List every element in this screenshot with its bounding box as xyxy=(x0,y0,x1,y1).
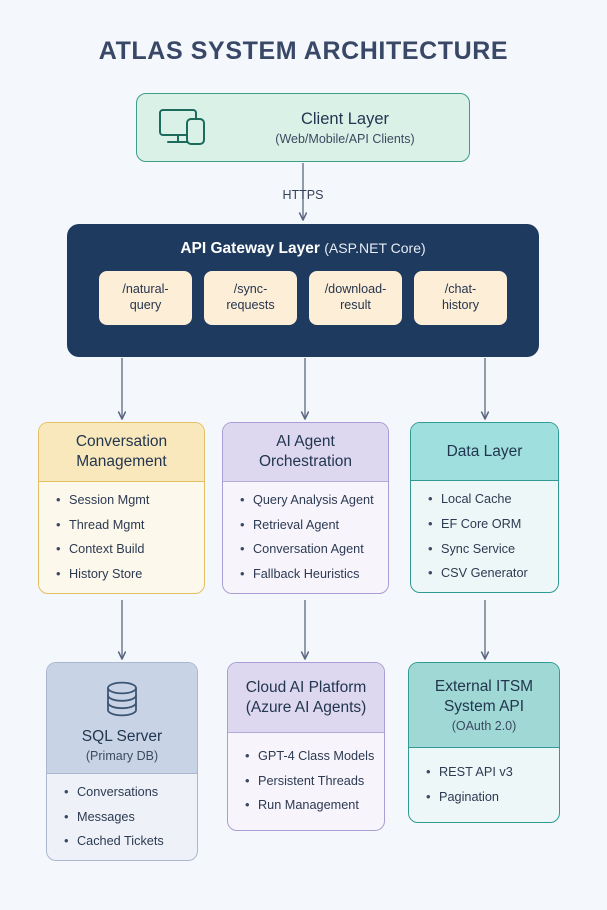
node-body: REST API v3 Pagination xyxy=(409,748,559,823)
node-title-line2: (Azure AI Agents) xyxy=(245,698,367,716)
node-title-line1: Cloud AI Platform xyxy=(245,679,367,696)
api-gateway-title: API Gateway Layer xyxy=(180,240,320,257)
list-item: Cached Tickets xyxy=(47,833,197,850)
endpoint-chip-line2: result xyxy=(340,298,371,312)
endpoint-chip[interactable]: /chat- history xyxy=(414,271,507,325)
cloud-ai-platform-node[interactable]: Cloud AI Platform (Azure AI Agents) GPT-… xyxy=(227,662,385,832)
list-item: Fallback Heuristics xyxy=(223,566,388,583)
endpoint-chip[interactable]: /sync- requests xyxy=(204,271,297,325)
node-subtitle: (Primary DB) xyxy=(85,748,159,763)
database-icon xyxy=(53,669,191,727)
https-connector-label: HTTPS xyxy=(282,188,324,202)
list-item: Sync Service xyxy=(411,541,558,558)
node-title-line1: Conversation xyxy=(75,433,168,450)
list-item: Conversations xyxy=(47,784,197,801)
endpoint-chip-list: /natural- query /sync- requests /downloa… xyxy=(67,271,539,325)
client-layer-node[interactable]: Client Layer (Web/Mobile/API Clients) xyxy=(136,93,470,162)
node-body: Conversations Messages Cached Tickets xyxy=(47,774,197,861)
list-item: Messages xyxy=(47,809,197,826)
conversation-management-node[interactable]: Conversation Management Session Mgmt Thr… xyxy=(38,422,205,595)
page-title: ATLAS SYSTEM ARCHITECTURE xyxy=(98,37,509,65)
ai-agent-orchestration-node[interactable]: AI Agent Orchestration Query Analysis Ag… xyxy=(222,422,389,595)
list-item: Local Cache xyxy=(411,491,558,508)
desktop-mobile-icon xyxy=(137,107,233,149)
list-item: Session Mgmt xyxy=(39,492,204,509)
list-item: Thread Mgmt xyxy=(39,517,204,534)
list-item: Conversation Agent xyxy=(223,541,388,558)
list-item: Run Management xyxy=(228,797,384,814)
node-body: Session Mgmt Thread Mgmt Context Build H… xyxy=(39,482,204,593)
endpoint-chip-line2: requests xyxy=(226,298,275,312)
node-title-line1: Data Layer xyxy=(446,443,523,460)
api-gateway-subtitle: (ASP.NET Core) xyxy=(324,240,426,256)
api-gateway-node[interactable]: API Gateway Layer (ASP.NET Core) /natura… xyxy=(67,224,539,357)
node-body: Query Analysis Agent Retrieval Agent Con… xyxy=(223,482,388,593)
node-header: External ITSM System API (OAuth 2.0) xyxy=(409,663,559,748)
list-item: Retrieval Agent xyxy=(223,517,388,534)
node-title-line1: SQL Server xyxy=(81,727,163,745)
client-layer-title: Client Layer xyxy=(300,109,390,128)
list-item: Query Analysis Agent xyxy=(223,492,388,509)
sql-server-node[interactable]: SQL Server (Primary DB) Conversations Me… xyxy=(46,662,198,862)
node-title-line1: AI Agent xyxy=(276,433,335,450)
client-layer-subtitle: (Web/Mobile/API Clients) xyxy=(275,132,415,147)
endpoint-chip-line1: /natural- xyxy=(122,282,169,297)
list-item: Context Build xyxy=(39,541,204,558)
node-title-line2: Orchestration xyxy=(258,452,353,470)
endpoint-chip[interactable]: /download- result xyxy=(309,271,402,325)
endpoint-chip-line2: history xyxy=(441,298,480,312)
node-body: GPT-4 Class Models Persistent Threads Ru… xyxy=(228,733,384,831)
list-item: Pagination xyxy=(409,789,559,806)
node-title-line2: Management xyxy=(76,452,167,470)
node-header: Data Layer xyxy=(411,423,558,481)
list-item: GPT-4 Class Models xyxy=(228,748,384,765)
node-title-line2: System API xyxy=(443,697,525,715)
list-item: Persistent Threads xyxy=(228,773,384,790)
endpoint-chip-line1: /chat- xyxy=(444,282,477,297)
node-body: Local Cache EF Core ORM Sync Service CSV… xyxy=(411,481,558,592)
list-item: History Store xyxy=(39,566,204,583)
endpoint-chip-line2: query xyxy=(129,298,162,312)
node-header: Conversation Management xyxy=(39,423,204,482)
endpoint-chip-line1: /sync- xyxy=(233,282,268,297)
external-itsm-api-node[interactable]: External ITSM System API (OAuth 2.0) RES… xyxy=(408,662,560,824)
data-layer-node[interactable]: Data Layer Local Cache EF Core ORM Sync … xyxy=(410,422,559,594)
node-header: Cloud AI Platform (Azure AI Agents) xyxy=(228,663,384,733)
list-item: EF Core ORM xyxy=(411,516,558,533)
api-gateway-header: API Gateway Layer (ASP.NET Core) xyxy=(67,224,539,258)
node-header: SQL Server (Primary DB) xyxy=(47,663,197,774)
list-item: CSV Generator xyxy=(411,565,558,582)
node-header: AI Agent Orchestration xyxy=(223,423,388,482)
endpoint-chip[interactable]: /natural- query xyxy=(99,271,192,325)
node-subtitle: (OAuth 2.0) xyxy=(451,718,517,733)
list-item: REST API v3 xyxy=(409,764,559,781)
endpoint-chip-line1: /download- xyxy=(324,282,387,297)
node-title-line1: External ITSM xyxy=(434,678,534,695)
